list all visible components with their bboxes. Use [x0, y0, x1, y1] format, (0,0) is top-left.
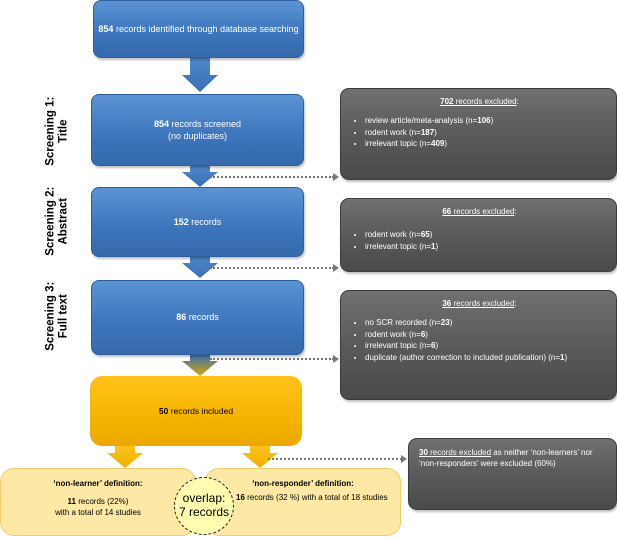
- stage-label-2: Screening 2:Abstract: [44, 186, 70, 256]
- connector-2-head: [333, 264, 339, 272]
- screen2-box: 152 records: [91, 187, 304, 257]
- overlap-line1: overlap:: [182, 491, 226, 506]
- screen3-text: records: [186, 312, 219, 323]
- arrow-3: [182, 257, 218, 278]
- excluded3-list: no SCR recorded (n=23) rodent work (n=6)…: [353, 318, 606, 364]
- arrow-left: [107, 446, 143, 468]
- nonlearner-studies: with a total of 14 studies: [55, 508, 141, 518]
- list-item: review article/meta-analysis (n=106): [365, 116, 606, 127]
- screen1-box: 854 records screened (no duplicates): [91, 94, 304, 166]
- included-text: records included: [168, 406, 234, 416]
- connector-4-head: [401, 455, 407, 463]
- excluded1-box: 702 records excluded: review article/met…: [340, 88, 617, 180]
- arrow-1: [182, 58, 218, 92]
- excluded2-box: 66 records excluded: rodent work (n=65) …: [340, 198, 617, 272]
- included-count: 50: [158, 406, 169, 416]
- overlap-line2: 7 records: [178, 505, 230, 519]
- excluded2-heading: 66 records excluded:: [442, 207, 517, 216]
- list-item: rodent work (n=187): [365, 128, 606, 139]
- nonlearner-title: ‘non-learner’ definition:: [53, 479, 143, 488]
- arrow-4: [182, 355, 218, 376]
- screen3-count: 86: [176, 312, 187, 323]
- neither-text: 30 records excluded as neither ‘non-lear…: [419, 448, 593, 468]
- excluded2-list: rodent work (n=65) irrelevant topic (n=1…: [353, 230, 606, 253]
- excluded1-list: review article/meta-analysis (n=106) rod…: [353, 116, 606, 150]
- stage-label-3: Screening 3:Full text: [44, 281, 70, 351]
- screen2-text: records: [188, 216, 222, 227]
- screen2-count: 152: [173, 216, 189, 227]
- list-item: rodent work (n=65): [365, 230, 606, 241]
- excluded1-heading: 702 records excluded:: [440, 97, 519, 106]
- nonresponder-count-line: 16 records (32 %) with a total of 18 stu…: [236, 492, 388, 502]
- stage-label-1-wrap: Screening 1:Title: [33, 96, 83, 166]
- excluded3-box: 36 records excluded: no SCR recorded (n=…: [340, 290, 617, 400]
- connector-4: [268, 458, 402, 460]
- connector-1: [210, 176, 334, 178]
- identified-box: 854 records identified through database …: [93, 0, 304, 58]
- stage-label-1: Screening 1:Title: [44, 96, 70, 166]
- connector-2: [210, 267, 334, 269]
- excluded3-heading: 36 records excluded:: [442, 299, 517, 308]
- connector-1-head: [333, 173, 339, 181]
- nonlearner-box: ‘non-learner’ definition: 11 records (22…: [0, 468, 196, 536]
- list-item: no SCR recorded (n=23): [365, 318, 606, 329]
- identified-count: 854: [98, 23, 114, 34]
- screen3-box: 86 records: [91, 280, 304, 355]
- overlap-circle: overlap: 7 records: [174, 477, 234, 535]
- arrow-2: [182, 166, 218, 187]
- stage-label-2-wrap: Screening 2:Abstract: [33, 186, 83, 256]
- nonresponder-title: ‘non-responder’ definition:: [252, 479, 354, 488]
- list-item: irrelevant topic (n=1): [365, 242, 606, 253]
- identified-text: records identified through database sear…: [113, 23, 299, 34]
- connector-3: [210, 358, 334, 360]
- list-item: rodent work (n=6): [365, 330, 606, 341]
- nonlearner-count-line: 11 records (22%): [67, 496, 129, 506]
- list-item: duplicate (author correction to included…: [365, 353, 606, 364]
- list-item: irrelevant topic (n=6): [365, 341, 606, 352]
- screen1-count: 854: [153, 118, 169, 129]
- arrow-right: [242, 446, 278, 468]
- connector-3-head: [333, 355, 339, 363]
- screen1-sub: (no duplicates): [167, 131, 228, 141]
- neither-box: 30 records excluded as neither ‘non-lear…: [408, 438, 617, 510]
- included-box: 50 records included: [90, 376, 302, 446]
- nonresponder-box: ‘non-responder’ definition: 16 records (…: [205, 468, 401, 536]
- screen1-text: records screened: [168, 118, 242, 129]
- list-item: irrelevant topic (n=409): [365, 139, 606, 150]
- stage-label-3-wrap: Screening 3:Full text: [33, 280, 83, 352]
